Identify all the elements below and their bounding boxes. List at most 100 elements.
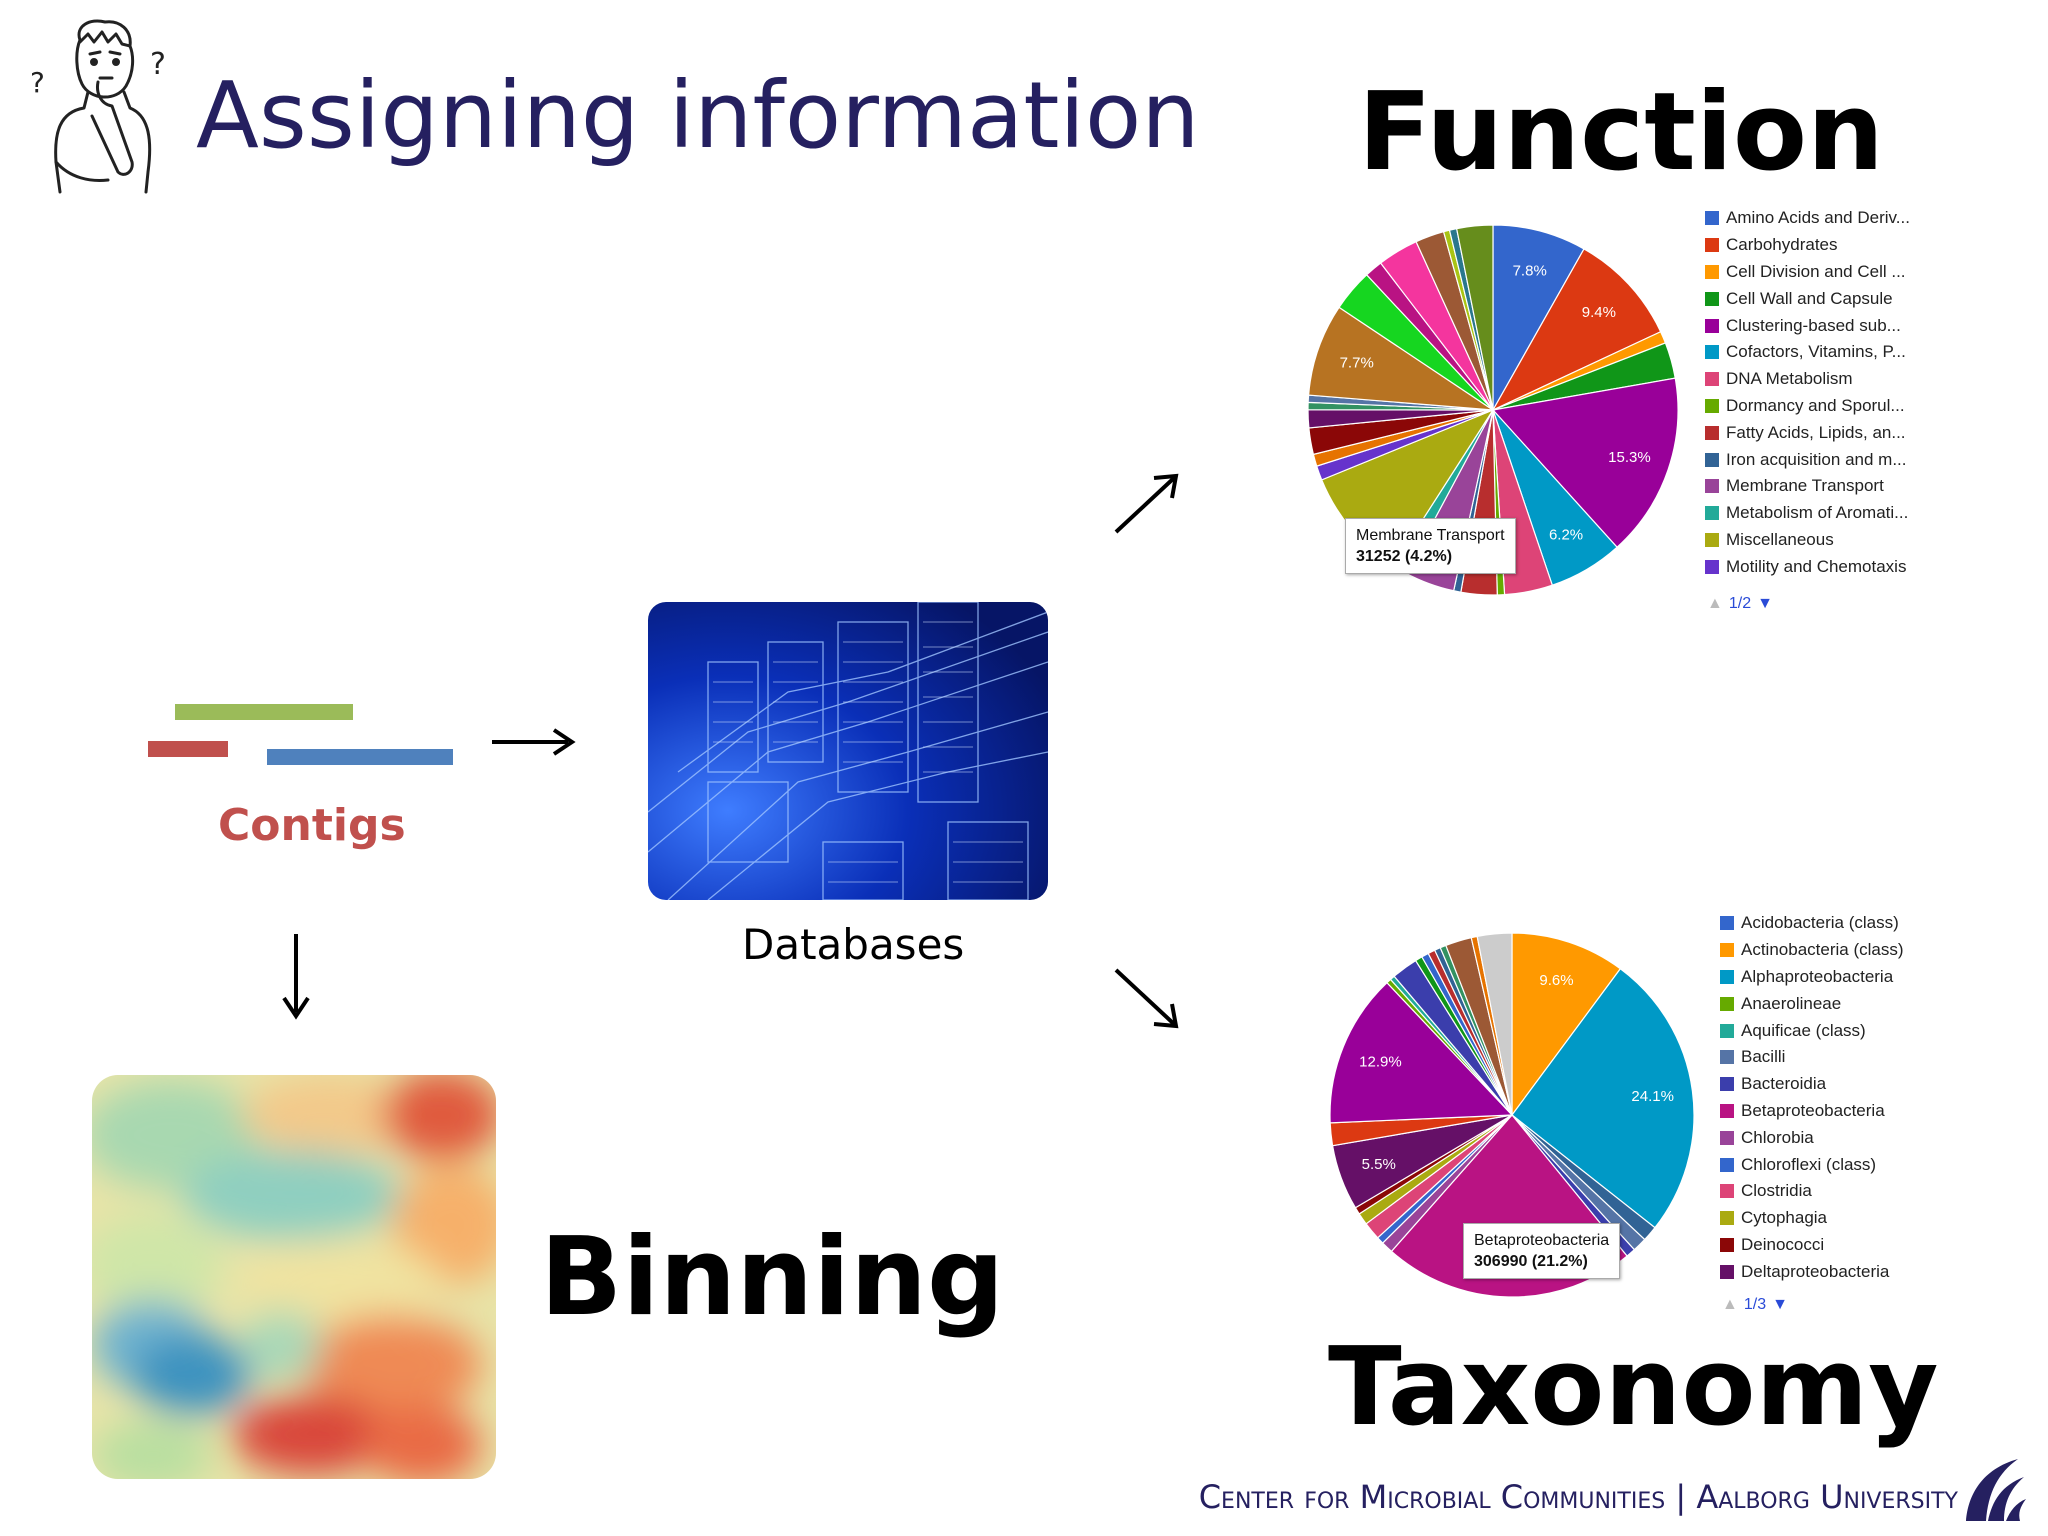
legend-swatch — [1720, 1130, 1734, 1145]
pie-slice[interactable] — [1492, 224, 1585, 413]
legend-item[interactable]: Cell Wall and Capsule — [1705, 285, 1910, 312]
legend-item[interactable]: Deinococci — [1720, 1232, 1904, 1259]
legend-label: Betaproteobacteria — [1741, 1100, 1885, 1120]
legend-label: Deltaproteobacteria — [1741, 1261, 1890, 1281]
legend-swatch — [1705, 425, 1719, 440]
binning-heatmap-image — [92, 1075, 496, 1479]
taxonomy-pager-label: 1/3 — [1743, 1296, 1767, 1313]
legend-swatch — [1720, 969, 1734, 984]
legend-item[interactable]: Aquificae (class) — [1720, 1017, 1904, 1044]
taxonomy-heading: Taxonomy — [1328, 1325, 1939, 1450]
pie-slice[interactable] — [1455, 224, 1494, 411]
legend-swatch — [1705, 264, 1719, 279]
legend-label: Clostridia — [1741, 1181, 1812, 1201]
legend-swatch — [1705, 238, 1719, 253]
databases-label: Databases — [742, 920, 965, 969]
pie-slice[interactable] — [1511, 967, 1695, 1229]
arrow-up-right-icon — [1114, 473, 1179, 534]
legend-swatch — [1705, 318, 1719, 333]
university-logo-icon — [1966, 1459, 2026, 1521]
legend-item[interactable]: Iron acquisition and m... — [1705, 446, 1910, 473]
legend-item[interactable]: Cell Division and Cell ... — [1705, 259, 1910, 286]
legend-label: Deinococci — [1741, 1234, 1825, 1254]
svg-text:?: ? — [30, 66, 45, 99]
svg-text:?: ? — [150, 47, 166, 82]
legend-item[interactable]: Bacilli — [1720, 1044, 1904, 1071]
taxonomy-pie-chart: 9.6%24.1%5.5%12.9% Acidobacteria (class)… — [1320, 910, 1940, 1320]
contig-bar-red — [148, 741, 228, 757]
pie-slice-label: 7.7% — [1340, 355, 1374, 372]
legend-label: Chlorobia — [1741, 1127, 1814, 1147]
taxonomy-tooltip-value: 306990 (21.2%) — [1474, 1253, 1588, 1270]
legend-label: Membrane Transport — [1726, 476, 1884, 496]
pie-slice[interactable] — [1491, 248, 1662, 412]
slide-title: Assigning information — [196, 62, 1200, 169]
pie-slice[interactable] — [1511, 932, 1622, 1117]
legend-item[interactable]: Alphaproteobacteria — [1720, 964, 1904, 991]
legend-label: Bacteroidia — [1741, 1074, 1827, 1094]
legend-swatch — [1720, 1023, 1734, 1038]
legend-swatch — [1705, 532, 1719, 547]
pie-slice-label: 7.8% — [1513, 262, 1547, 279]
thinking-person-icon: ? ? — [30, 19, 166, 194]
footer-text: Center for Microbial Communities | Aalbo… — [1198, 1478, 1958, 1516]
legend-swatch — [1720, 1237, 1734, 1252]
legend-label: Actinobacteria (class) — [1741, 940, 1904, 960]
legend-swatch — [1705, 211, 1719, 226]
taxonomy-tooltip: Betaproteobacteria 306990 (21.2%) — [1463, 1223, 1621, 1279]
legend-item[interactable]: Miscellaneous — [1705, 527, 1910, 554]
legend-label: DNA Metabolism — [1726, 369, 1853, 389]
taxonomy-tooltip-name: Betaproteobacteria — [1474, 1232, 1610, 1249]
binning-heading: Binning — [540, 1215, 1005, 1340]
function-pager-label: 1/2 — [1728, 595, 1752, 612]
legend-item[interactable]: Betaproteobacteria — [1720, 1098, 1904, 1125]
legend-swatch — [1720, 1264, 1734, 1279]
legend-item[interactable]: Motility and Chemotaxis — [1705, 553, 1910, 580]
taxonomy-legend-pager: ▲ 1/3 ▼ — [1722, 1296, 1788, 1314]
pie-slice[interactable] — [1476, 932, 1513, 1116]
function-tooltip: Membrane Transport 31252 (4.2%) — [1345, 518, 1516, 574]
legend-item[interactable]: Acidobacteria (class) — [1720, 910, 1904, 937]
pie-slice-label: 6.2% — [1549, 526, 1583, 543]
legend-swatch — [1705, 291, 1719, 306]
legend-swatch — [1720, 1184, 1734, 1199]
pie-slice-label: 9.6% — [1539, 972, 1573, 989]
pager-down-icon[interactable]: ▼ — [1772, 1296, 1788, 1313]
legend-item[interactable]: Clostridia — [1720, 1178, 1904, 1205]
legend-item[interactable]: Bacteroidia — [1720, 1071, 1904, 1098]
legend-swatch — [1705, 506, 1719, 521]
legend-swatch — [1705, 479, 1719, 494]
legend-item[interactable]: Anaerolineae — [1720, 990, 1904, 1017]
legend-item[interactable]: Fatty Acids, Lipids, an... — [1705, 419, 1910, 446]
legend-label: Acidobacteria (class) — [1741, 913, 1899, 933]
pie-slice[interactable] — [1307, 306, 1496, 411]
legend-item[interactable]: Carbohydrates — [1705, 232, 1910, 259]
legend-label: Anaerolineae — [1741, 993, 1842, 1013]
legend-label: Cell Division and Cell ... — [1726, 261, 1906, 281]
legend-item[interactable]: Cytophagia — [1720, 1205, 1904, 1232]
pager-up-icon[interactable]: ▲ — [1722, 1296, 1738, 1313]
legend-label: Iron acquisition and m... — [1726, 449, 1907, 469]
legend-item[interactable]: Cofactors, Vitamins, P... — [1705, 339, 1910, 366]
legend-item[interactable]: Clustering-based sub... — [1705, 312, 1910, 339]
legend-swatch — [1720, 916, 1734, 931]
legend-item[interactable]: Membrane Transport — [1705, 473, 1910, 500]
legend-item[interactable]: Amino Acids and Deriv... — [1705, 205, 1910, 232]
legend-item[interactable]: Dormancy and Sporul... — [1705, 393, 1910, 420]
legend-item[interactable]: DNA Metabolism — [1705, 366, 1910, 393]
legend-item[interactable]: Chlorobia — [1720, 1124, 1904, 1151]
legend-item[interactable]: Actinobacteria (class) — [1720, 937, 1904, 964]
legend-item[interactable]: Metabolism of Aromati... — [1705, 500, 1910, 527]
function-tooltip-name: Membrane Transport — [1356, 527, 1505, 544]
pager-down-icon[interactable]: ▼ — [1757, 595, 1773, 612]
legend-item[interactable]: Deltaproteobacteria — [1720, 1258, 1904, 1285]
pager-up-icon[interactable]: ▲ — [1707, 595, 1723, 612]
pie-slice[interactable] — [1329, 981, 1514, 1124]
legend-item[interactable]: Chloroflexi (class) — [1720, 1151, 1904, 1178]
legend-swatch — [1720, 1050, 1734, 1065]
legend-label: Cytophagia — [1741, 1208, 1828, 1228]
legend-swatch — [1720, 1211, 1734, 1226]
pie-slice[interactable] — [1491, 377, 1679, 549]
pie-slice-label: 9.4% — [1582, 304, 1616, 321]
legend-swatch — [1705, 559, 1719, 574]
